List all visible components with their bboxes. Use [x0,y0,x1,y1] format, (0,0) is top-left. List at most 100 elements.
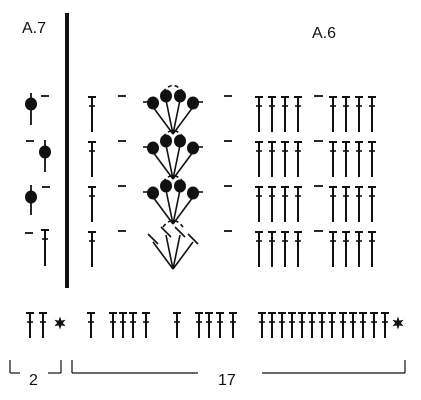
treble-symbol [328,312,336,338]
treble-symbol [255,231,263,267]
treble-symbol [342,231,350,267]
treble-symbol [109,312,117,338]
cross-tip [174,226,186,238]
label-a6: A.6 [312,25,336,42]
treble-symbol [381,312,389,338]
treble-symbol [255,141,263,177]
treble-symbol [329,141,337,177]
treble-symbol [288,312,296,338]
fan-spoke [152,106,174,135]
bobble-dot-symbol [147,96,159,110]
start-star-symbol [54,316,66,330]
treble-symbol [368,186,376,222]
treble-symbol [88,96,96,132]
bobble-dot-symbol [160,89,172,103]
treble-symbol [355,96,363,132]
fan-spoke [152,151,174,180]
treble-symbol [294,96,302,132]
count-right: 17 [218,372,236,389]
treble-symbol [370,312,378,338]
fan-spoke [172,151,194,180]
treble-symbol [88,231,96,267]
chain-arch-symbol [162,219,184,228]
treble-symbol [298,312,306,338]
cross-tip [147,233,159,245]
count-bracket-right [71,360,406,374]
stitch-symbols [25,84,404,338]
treble-symbol [205,312,213,338]
treble-symbol [368,96,376,132]
count-left: 2 [29,372,38,389]
treble-symbol [268,96,276,132]
treble-symbol [129,312,137,338]
fan-spoke [165,99,174,135]
fan-spoke [165,234,174,270]
treble-symbol [281,231,289,267]
treble-symbol [216,312,224,338]
treble-symbol [342,96,350,132]
treble-symbol [255,186,263,222]
treble-symbol [268,231,276,267]
treble-symbol [339,312,347,338]
treble-symbol [281,186,289,222]
fan-spoke [172,99,181,135]
bobble-dot-symbol [187,96,199,110]
fan-spoke [172,234,181,270]
treble-symbol [255,96,263,132]
treble-symbol [355,186,363,222]
treble-symbol [368,231,376,267]
treble-symbol [268,186,276,222]
treble-symbol [39,312,47,338]
fan-spoke [172,189,181,225]
bobble-dot-symbol [174,89,186,103]
bobble-dot-symbol [147,186,159,200]
treble-symbol [355,231,363,267]
cross-tip [187,233,199,245]
label-a7: A.7 [22,20,46,37]
treble-symbol [318,312,326,338]
fan-spoke [152,196,174,225]
treble-symbol [26,312,34,338]
treble-symbol [329,186,337,222]
treble-symbol [294,186,302,222]
chart-divider [65,13,69,288]
treble-symbol [342,186,350,222]
treble-symbol [281,141,289,177]
treble-symbol [87,312,95,338]
treble-symbol [268,312,276,338]
fan-spoke [152,241,174,270]
fan-spoke [172,144,181,180]
fan-spoke [165,189,174,225]
treble-symbol [294,231,302,267]
treble-symbol [268,141,276,177]
treble-symbol [142,312,150,338]
count-bracket-left [9,360,62,374]
treble-symbol [278,312,286,338]
treble-symbol [329,231,337,267]
bobble-dot-symbol [174,134,186,148]
bobble-dot-symbol [160,134,172,148]
treble-symbol [294,141,302,177]
treble-symbol [349,312,357,338]
treble-symbol [329,96,337,132]
fan-spoke [172,196,194,225]
treble-symbol [368,141,376,177]
fan-spoke [165,144,174,180]
treble-symbol [308,312,316,338]
cross-tip [160,226,172,238]
treble-symbol [88,186,96,222]
treble-symbol [88,141,96,177]
treble-symbol [355,141,363,177]
treble-symbol [195,312,203,338]
fan-spoke [172,106,194,135]
treble-symbol [342,141,350,177]
bobble-dot-symbol [187,186,199,200]
start-star-symbol [392,316,404,330]
treble-symbol [173,312,181,338]
bobble-dot-symbol [174,179,186,193]
treble-symbol [229,312,237,338]
treble-symbol [359,312,367,338]
bobble-dot-symbol [160,179,172,193]
